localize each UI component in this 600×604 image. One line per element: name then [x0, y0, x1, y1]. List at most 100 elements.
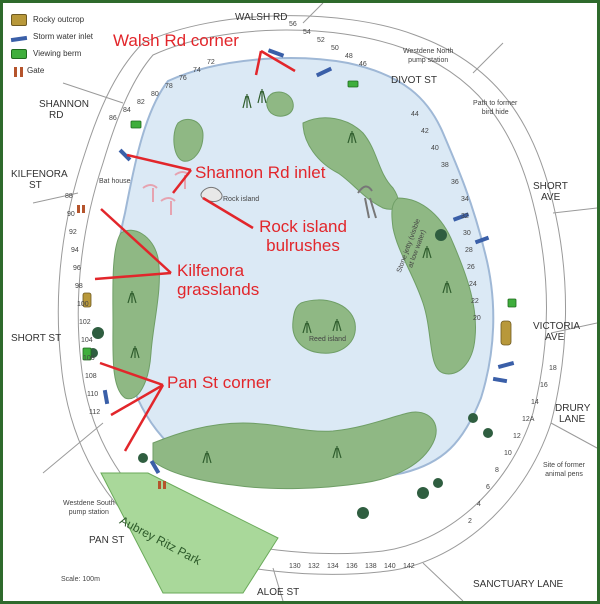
street-drury-lane: DRURY LANE — [555, 403, 590, 425]
label-reed-island: Reed island — [309, 336, 346, 343]
label-path-bird-hide: Path to former bird hide — [473, 99, 517, 117]
label-westdene-south: Westdene South pump station — [63, 499, 115, 517]
road-outlines — [32, 3, 597, 601]
street-short-ave: SHORT AVE — [533, 181, 568, 203]
label-westdene-north: Westdene North pump station — [403, 47, 453, 65]
house-number: 16 — [540, 382, 548, 389]
rocky-outcrop-icon — [11, 13, 27, 26]
house-number: 28 — [465, 247, 473, 254]
trees — [88, 229, 493, 519]
label-line-1: Westdene North — [403, 48, 454, 55]
house-number: 140 — [384, 563, 396, 570]
house-number: 32 — [461, 213, 469, 220]
legend-label: Gate — [27, 66, 45, 75]
label-line-2: bird hide — [481, 109, 509, 116]
street-line-1: VICTORIA — [533, 321, 581, 332]
house-number: 82 — [137, 99, 145, 106]
street-line-1: SHORT — [533, 181, 568, 192]
legend-label: Viewing berm — [33, 49, 82, 58]
house-number: 38 — [441, 162, 449, 169]
house-number: 26 — [467, 264, 475, 271]
house-number: 98 — [75, 283, 83, 290]
vegetation — [112, 91, 477, 490]
house-number: 84 — [123, 107, 131, 114]
aubrey-ritz-park — [100, 472, 279, 594]
legend-storm-water-inlet: Storm water inlet — [10, 28, 121, 45]
street-line-1: DRURY — [555, 403, 591, 414]
house-number: 34 — [461, 196, 469, 203]
street-walsh-rd: WALSH RD — [235, 12, 288, 23]
house-number: 76 — [179, 75, 187, 82]
house-number: 106 — [83, 355, 95, 362]
house-number: 2 — [468, 518, 472, 525]
street-line-2: ST — [29, 180, 42, 191]
house-number: 92 — [69, 229, 77, 236]
gates — [77, 205, 166, 489]
map-legend: Rocky outcrop Storm water inlet Viewing … — [10, 11, 121, 79]
legend-rocky-outcrop: Rocky outcrop — [11, 11, 121, 28]
heron — [357, 185, 377, 219]
house-number: 46 — [359, 61, 367, 68]
street-line-2: AVE — [545, 332, 565, 343]
house-number: 48 — [345, 53, 353, 60]
label-scale: Scale: 100m — [61, 576, 100, 583]
callout-kilfenora-grasslands: Kilfenora grasslands — [177, 261, 259, 299]
gate-icon — [11, 66, 23, 77]
house-number: 30 — [463, 230, 471, 237]
street-pan-st: PAN ST — [89, 535, 125, 546]
house-number: 78 — [165, 83, 173, 90]
label-line-2: pump station — [68, 509, 109, 516]
birds — [142, 171, 190, 215]
callout-walsh-rd-corner: Walsh Rd corner — [113, 31, 239, 50]
house-number: 110 — [87, 391, 99, 398]
callout-line-1: Rock island — [259, 217, 347, 236]
street-aloe-st: ALOE ST — [257, 587, 300, 598]
house-number: 12 — [513, 433, 521, 440]
callout-shannon-rd-inlet: Shannon Rd inlet — [195, 163, 326, 182]
house-number: 88 — [65, 193, 73, 200]
street-line-1: KILFENORA — [11, 169, 68, 180]
callout-line-2: bulrushes — [266, 236, 340, 255]
callout-lines — [94, 49, 296, 452]
street-divot-st: DIVOT ST — [391, 75, 437, 86]
house-number: 40 — [431, 145, 439, 152]
house-number: 24 — [469, 281, 477, 288]
callout-line-1: Kilfenora — [177, 261, 245, 280]
callout-rock-island-bulrushes: Rock island bulrushes — [253, 217, 353, 255]
house-number: 134 — [327, 563, 339, 570]
house-number: 14 — [531, 399, 539, 406]
house-number: 136 — [346, 563, 358, 570]
house-number: 102 — [79, 319, 91, 326]
house-number: 130 — [289, 563, 301, 570]
label-line-1: Westdene South — [63, 500, 115, 507]
house-number: 36 — [451, 179, 459, 186]
label-rock-island: Rock island — [223, 196, 260, 203]
house-number: 10 — [504, 450, 512, 457]
label-bat-house: Bat house — [99, 178, 131, 185]
house-number: 18 — [549, 365, 557, 372]
rock-island — [200, 186, 223, 202]
viewing-berm-icon — [11, 48, 27, 59]
house-number: 138 — [365, 563, 377, 570]
legend-viewing-berm: Viewing berm — [11, 45, 121, 62]
label-line-2: pump station — [408, 57, 449, 64]
house-number: 54 — [303, 29, 311, 36]
storm-water-inlet-icon — [10, 35, 28, 42]
label-line-2: animal pens — [545, 471, 583, 478]
house-number: 142 — [403, 563, 415, 570]
legend-label: Storm water inlet — [33, 32, 94, 41]
house-number: 108 — [85, 373, 97, 380]
street-line-2: RD — [49, 110, 64, 121]
house-number: 44 — [411, 111, 419, 118]
wetland-map — [32, 3, 597, 601]
house-number: 132 — [308, 563, 320, 570]
street-short-st: SHORT ST — [11, 333, 62, 344]
house-number: 12A — [522, 416, 535, 423]
bulrush-tufts — [127, 89, 452, 464]
street-sanctuary-lane: SANCTUARY LANE — [473, 579, 564, 590]
house-number: 112 — [89, 409, 101, 416]
house-number: 56 — [289, 21, 297, 28]
label-line-1: Path to former — [473, 100, 518, 107]
house-number: 104 — [81, 337, 93, 344]
